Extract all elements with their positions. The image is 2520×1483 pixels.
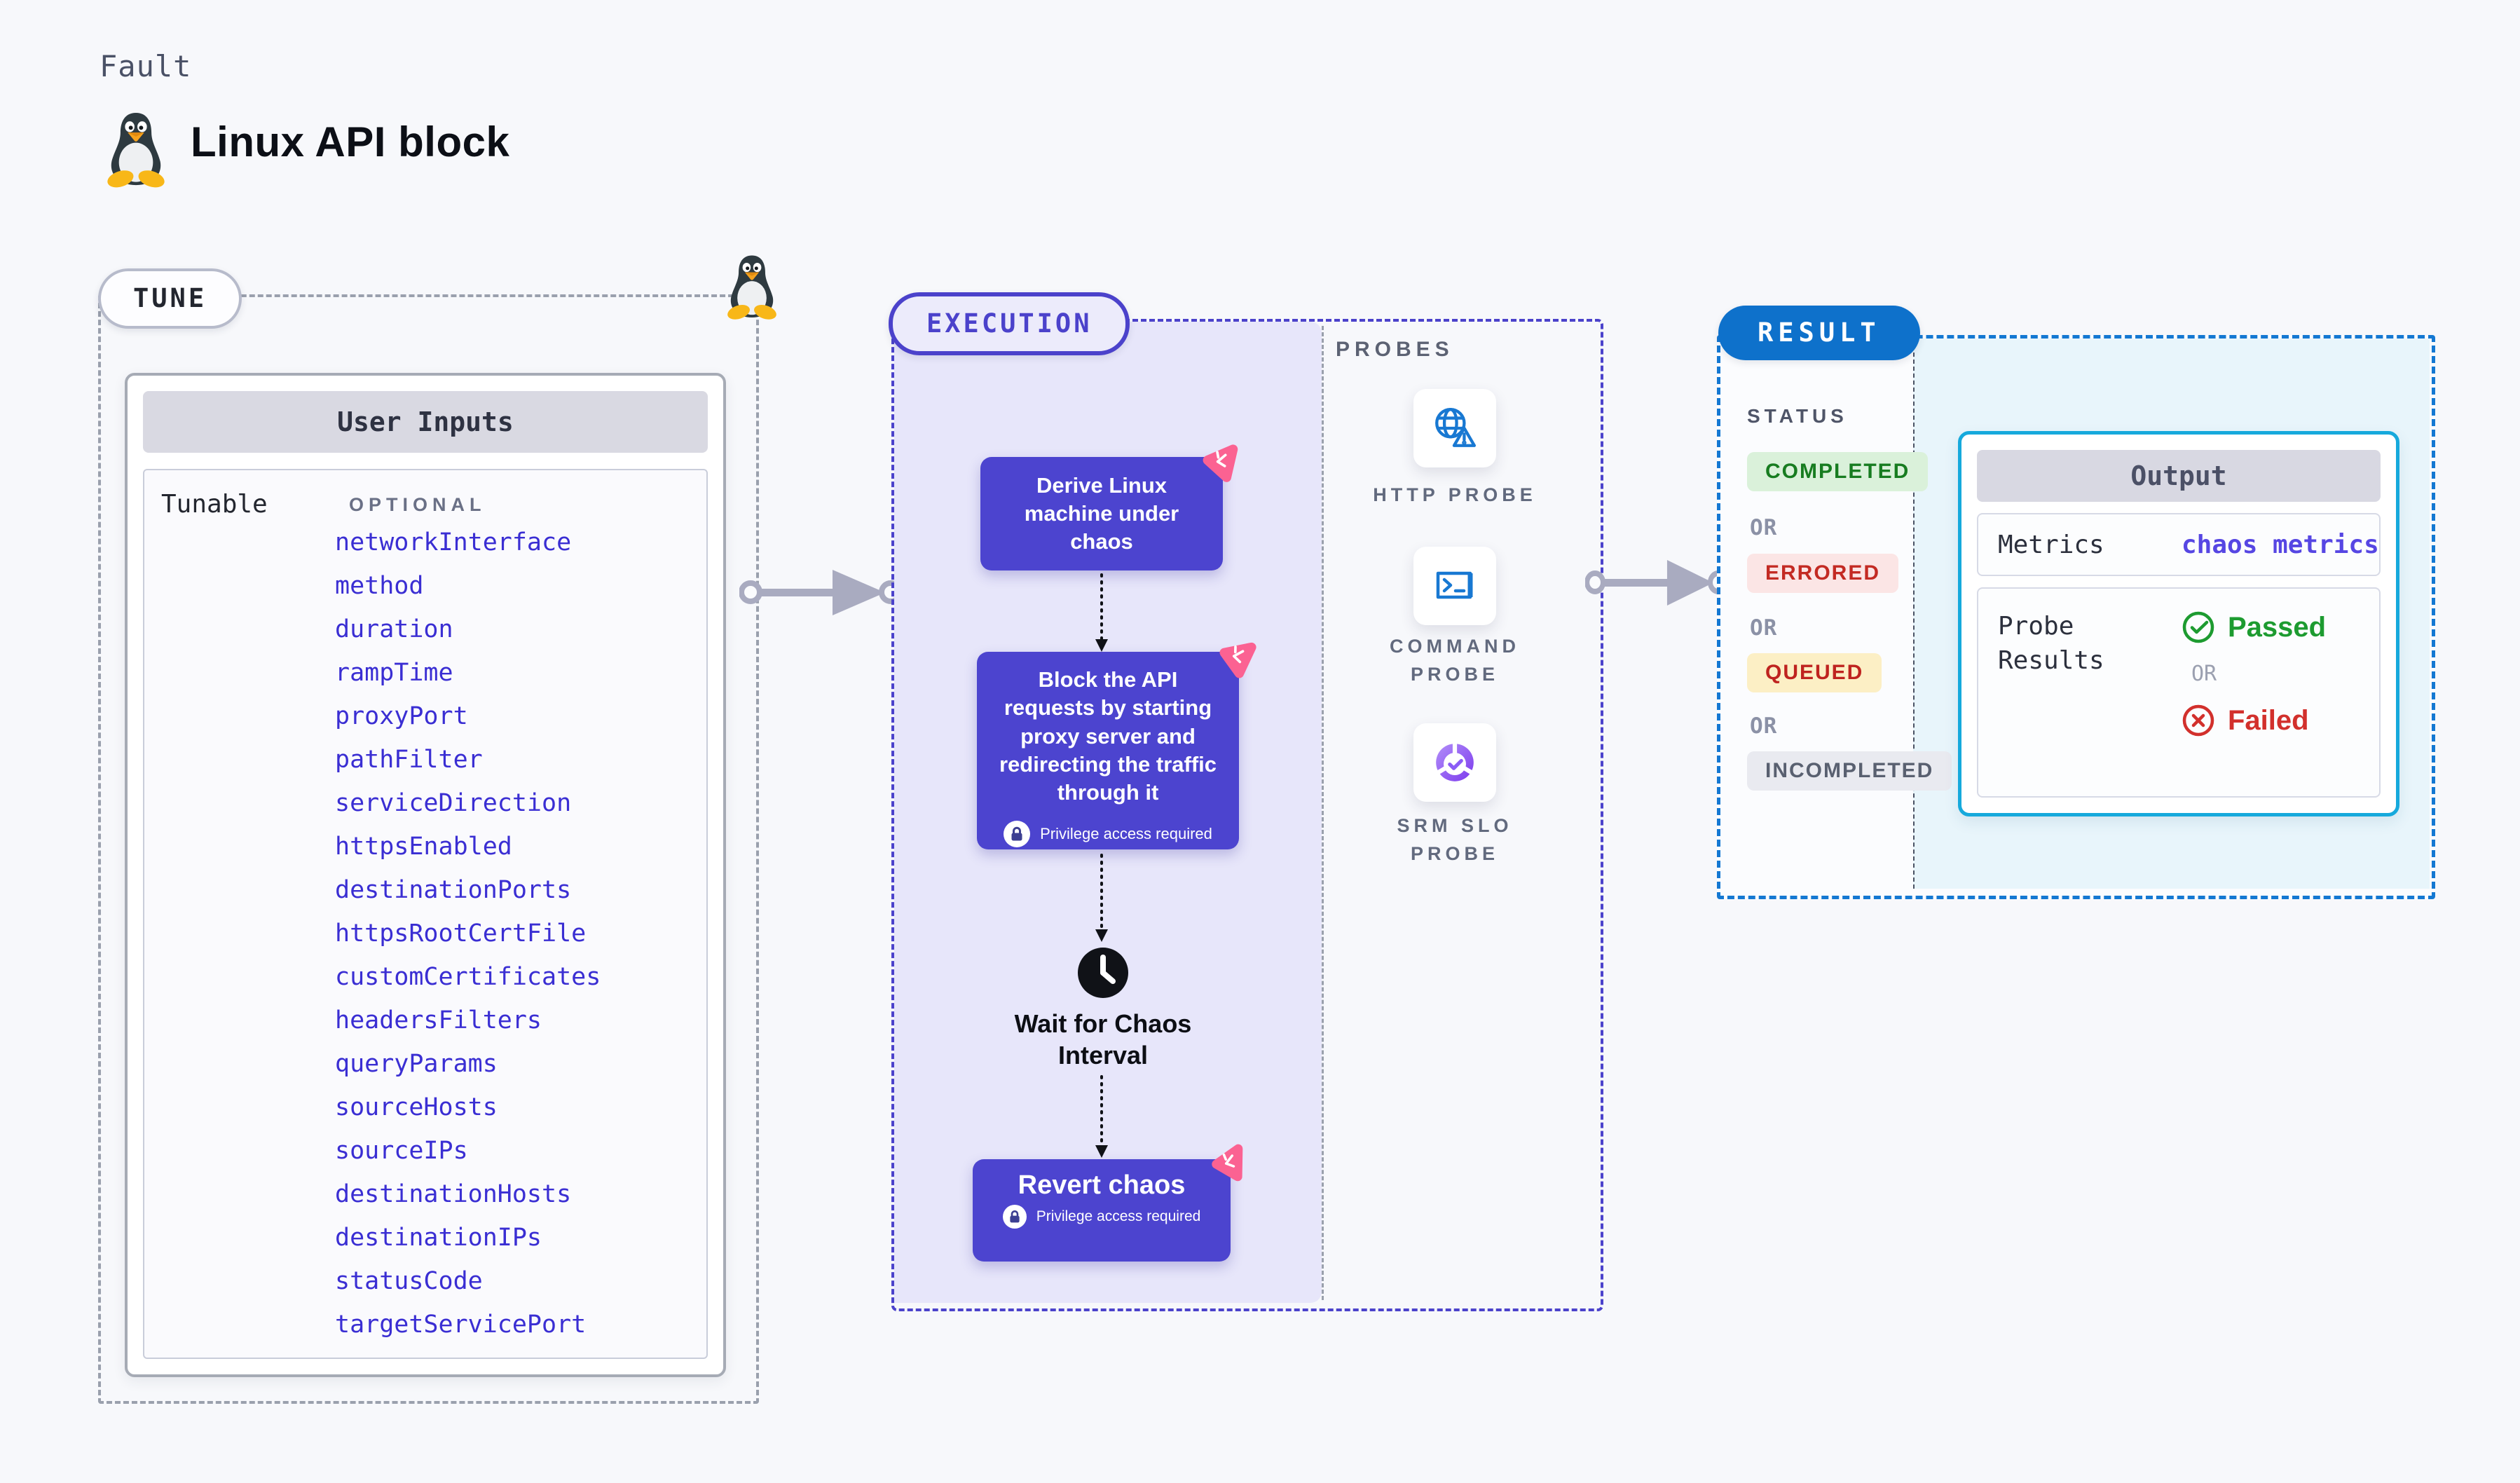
optional-column-label: OPTIONAL xyxy=(349,494,486,515)
passed-label: Passed xyxy=(2228,611,2327,643)
chaos-icon xyxy=(1208,1144,1247,1187)
param-item: serviceDirection xyxy=(335,789,572,817)
param-item: httpsEnabled xyxy=(335,833,512,861)
output-card: Output Metrics chaos metrics Probe Resul… xyxy=(1958,431,2399,816)
probes-divider-line xyxy=(1322,326,1324,1300)
param-item: method xyxy=(335,572,424,600)
metrics-value: chaos metrics xyxy=(2182,530,2379,559)
result-section-label: RESULT xyxy=(1718,306,1920,360)
param-item: destinationPorts xyxy=(335,876,572,904)
srm-slo-probe-card xyxy=(1413,723,1496,802)
probes-section-label: PROBES xyxy=(1336,338,1454,361)
param-item: statusCode xyxy=(335,1267,483,1295)
param-item: duration xyxy=(335,615,453,643)
status-badge-incompleted: INCOMPLETED xyxy=(1747,751,1952,791)
lock-icon xyxy=(1004,821,1031,848)
param-item: targetServicePort xyxy=(335,1311,587,1339)
privilege-badge: Privilege access required xyxy=(977,821,1239,848)
user-inputs-card: User Inputs Tunable OPTIONAL networkInte… xyxy=(125,373,726,1377)
tune-section-label: TUNE xyxy=(98,268,242,329)
output-title: Output xyxy=(1977,450,2381,502)
metrics-label: Metrics xyxy=(1998,530,2104,559)
param-item: destinationHosts xyxy=(335,1180,572,1208)
flow-connector xyxy=(1092,573,1111,655)
execution-to-result-arrow xyxy=(1585,551,1728,617)
param-item: networkInterface xyxy=(335,528,572,556)
or-separator: OR xyxy=(2191,662,2217,686)
step-text: Revert chaos xyxy=(1018,1170,1186,1200)
execution-section-label: EXECUTION xyxy=(889,292,1130,355)
tunable-params-list: networkInterface method duration rampTim… xyxy=(335,521,601,1346)
page-title: Linux API block xyxy=(191,118,510,165)
privilege-text: Privilege access required xyxy=(1040,825,1212,843)
metrics-row: Metrics chaos metrics xyxy=(1977,513,2381,576)
user-inputs-title: User Inputs xyxy=(143,391,708,453)
http-probe-label: HTTP PROBE xyxy=(1373,484,1537,505)
tunable-row-label: Tunable xyxy=(161,490,268,519)
or-separator: OR xyxy=(1750,713,1778,739)
flow-connector xyxy=(1092,854,1111,945)
failed-label: Failed xyxy=(2228,704,2309,736)
x-circle-icon xyxy=(2182,704,2214,737)
step-wait-interval: Wait for Chaos Interval xyxy=(1014,1009,1192,1069)
privilege-text: Privilege access required xyxy=(1036,1208,1201,1224)
step-derive-machine: Derive Linux machine under chaos xyxy=(980,457,1223,570)
param-item: pathFilter xyxy=(335,746,483,774)
probe-results-row: Probe Results Passed OR Failed xyxy=(1977,587,2381,798)
param-item: headersFilters xyxy=(335,1006,542,1034)
check-circle-icon xyxy=(2182,611,2214,643)
user-inputs-table: Tunable OPTIONAL networkInterface method… xyxy=(143,469,708,1359)
param-item: rampTime xyxy=(335,659,453,687)
http-probe-card xyxy=(1413,389,1496,467)
param-item: sourceIPs xyxy=(335,1137,468,1165)
step-text: Block the API requests by starting proxy… xyxy=(999,667,1217,805)
probe-results-label: Probe Results xyxy=(1998,612,2104,675)
tune-to-execution-arrow xyxy=(739,561,902,627)
tune-tux-icon xyxy=(723,254,781,324)
step-text: Derive Linux machine under chaos xyxy=(1024,472,1179,554)
param-item: httpsRootCertFile xyxy=(335,920,587,948)
param-item: proxyPort xyxy=(335,702,468,730)
privilege-badge: Privilege access required xyxy=(973,1205,1231,1229)
linux-tux-icon xyxy=(102,111,170,193)
or-separator: OR xyxy=(1750,515,1778,540)
srm-slo-probe-label: SRM SLO PROBE xyxy=(1397,815,1513,864)
command-probe-label: COMMAND PROBE xyxy=(1390,636,1520,685)
execution-section-box xyxy=(891,319,1603,1311)
chaos-icon xyxy=(1199,442,1240,486)
chaos-icon xyxy=(1215,636,1256,681)
status-badge-queued: QUEUED xyxy=(1747,653,1882,692)
tune-section-box xyxy=(98,294,759,1404)
globe-alert-icon xyxy=(1432,405,1478,451)
status-badge-errored: ERRORED xyxy=(1747,554,1899,593)
step-revert-chaos: Revert chaos Privilege access required xyxy=(973,1159,1231,1262)
param-item: sourceHosts xyxy=(335,1093,498,1121)
probe-results-values: Passed OR Failed xyxy=(2182,589,2326,796)
param-item: destinationIPs xyxy=(335,1224,542,1252)
lock-icon xyxy=(1002,1205,1027,1229)
status-badge-completed: COMPLETED xyxy=(1747,452,1929,491)
step-block-api: Block the API requests by starting proxy… xyxy=(977,652,1239,849)
status-label: STATUS xyxy=(1747,405,1848,427)
clock-icon xyxy=(1076,946,1130,1003)
flow-connector xyxy=(1092,1075,1111,1161)
fault-kicker: Fault xyxy=(100,49,192,83)
param-item: customCertificates xyxy=(335,963,601,991)
or-separator: OR xyxy=(1750,615,1778,641)
param-item: queryParams xyxy=(335,1050,498,1078)
command-probe-card xyxy=(1413,547,1496,625)
terminal-icon xyxy=(1432,563,1477,608)
slo-pie-check-icon xyxy=(1432,740,1478,785)
